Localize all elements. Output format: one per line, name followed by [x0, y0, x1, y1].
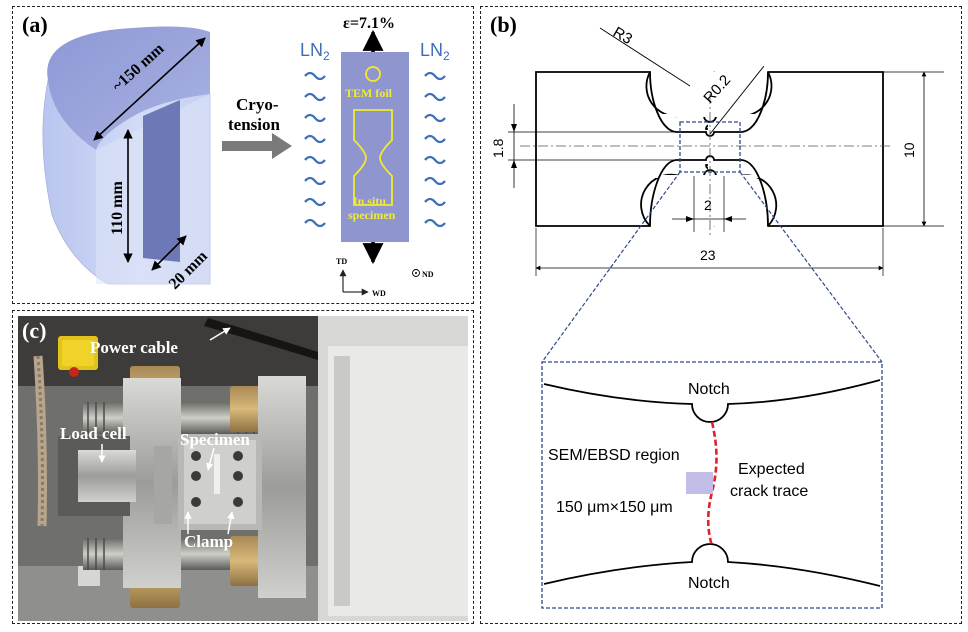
- ln2-waves-left: [304, 71, 326, 228]
- crack-trace: [706, 421, 718, 547]
- ln2-wave-icon: [424, 92, 446, 102]
- panel-b-label: (b): [490, 12, 517, 37]
- axis-td: TD: [336, 257, 347, 266]
- panel-c: [12, 310, 474, 624]
- ln2-wave-icon: [424, 113, 446, 123]
- ln2-right: LN2: [420, 40, 450, 63]
- ln2-wave-icon: [424, 218, 446, 228]
- ln2-wave-icon: [304, 155, 326, 165]
- region-size: 150 μm×150 μm: [556, 499, 673, 516]
- panel-c-label: (c): [22, 318, 47, 343]
- insitu-outline: [353, 109, 393, 206]
- dim-r3: R3: [610, 24, 635, 48]
- dim-10: 10: [901, 142, 917, 158]
- panel-c-photo: Power cable Load cell Specimen Clamp: [18, 316, 468, 621]
- tem-foil-label: TEM foil: [345, 86, 393, 100]
- axis-wd: WD: [372, 289, 386, 298]
- cryo-label-2: tension: [228, 115, 281, 134]
- sem-ebsd-region: [686, 472, 713, 494]
- dim-23: 23: [700, 247, 716, 263]
- ln2-wave-icon: [304, 113, 326, 123]
- crack-label-2: crack trace: [730, 483, 808, 500]
- region-label: SEM/EBSD region: [548, 447, 680, 464]
- dim-2: 2: [704, 197, 712, 213]
- ln2-waves-right: [424, 71, 446, 228]
- ln2-wave-icon: [424, 134, 446, 144]
- ln2-wave-icon: [304, 218, 326, 228]
- ln2-wave-icon: [304, 176, 326, 186]
- ln2-wave-icon: [424, 155, 446, 165]
- notch-top-label: Notch: [688, 381, 730, 398]
- cryo-label-1: Cryo-: [236, 95, 279, 114]
- dim-1-8: 1.8: [490, 138, 506, 158]
- label-load-cell: Load cell: [60, 424, 127, 443]
- ln2-wave-icon: [304, 71, 326, 81]
- panel-b: [480, 6, 962, 624]
- ln2-wave-icon: [304, 197, 326, 207]
- axis-nd: ND: [422, 270, 434, 279]
- label-clamp: Clamp: [184, 532, 234, 551]
- notch-bottom-label: Notch: [688, 575, 730, 592]
- insitu-label-1: In situ: [353, 194, 386, 208]
- ln2-wave-icon: [424, 176, 446, 186]
- zoom-source-box: [679, 121, 741, 173]
- label-power-cable: Power cable: [90, 338, 178, 357]
- crack-label-1: Expected: [738, 461, 805, 478]
- dim-height: 110 mm: [109, 181, 126, 235]
- label-specimen: Specimen: [180, 430, 250, 449]
- ln2-wave-icon: [424, 197, 446, 207]
- panel-a-label: (a): [22, 12, 48, 37]
- ln2-left: LN2: [300, 40, 330, 63]
- nd-symbol-icon: [412, 269, 420, 277]
- ln2-wave-icon: [304, 92, 326, 102]
- ln2-wave-icon: [424, 71, 446, 81]
- specimen-block: [341, 52, 409, 242]
- ln2-wave-icon: [304, 134, 326, 144]
- panel-a: [12, 6, 474, 304]
- tem-foil-marker: [365, 66, 381, 82]
- strain-label: ε=7.1%: [343, 15, 395, 32]
- process-arrow-icon: [222, 133, 292, 159]
- zoom-detail-box: [541, 361, 883, 609]
- insitu-label-2: specimen: [348, 208, 396, 222]
